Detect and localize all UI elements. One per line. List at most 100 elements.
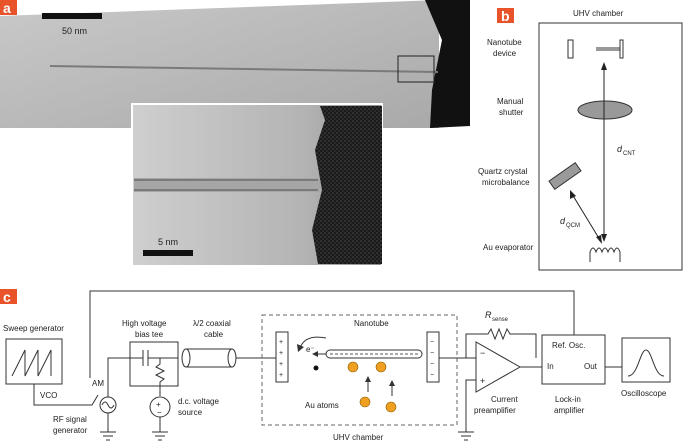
scale-label-50nm: 50 nm (62, 26, 87, 36)
nanotube-arrow-head (297, 344, 304, 352)
panel-a: a 50 nm 5 nm (0, 0, 470, 267)
label-coax-2: cable (204, 330, 224, 339)
inset-dark-region (312, 106, 382, 264)
device-electrode-left (567, 39, 574, 59)
electrode-right-minus-1: − (430, 339, 434, 346)
arrow-d-qcm-head-top (570, 190, 576, 199)
label-nanotube-device-1: Nanotube (487, 38, 522, 47)
label-qcm-1: Quartz crystal (478, 167, 528, 176)
left-electrode (275, 331, 289, 383)
qcm-crystal (548, 162, 582, 190)
device-electrode-right (619, 39, 624, 59)
scale-label-5nm: 5 nm (158, 237, 178, 247)
label-electron: e⁻ (306, 345, 315, 354)
label-current-2: preamplifier (474, 406, 516, 415)
electrode-left-plus-4: + (279, 372, 283, 379)
vco-wire (33, 384, 99, 406)
electrode-right-minus-2: − (430, 350, 434, 357)
electron-arrow-head (312, 351, 318, 357)
rf-ground-icon (100, 431, 116, 441)
label-nanotube-c: Nanotube (354, 319, 389, 328)
evaporator-coil (589, 247, 621, 262)
nanotube-fiber (49, 65, 439, 73)
electron-dot (313, 365, 319, 371)
au-atom-3 (359, 396, 371, 408)
label-lockin-1: Lock-in (555, 395, 581, 404)
tem-dark-tip (425, 0, 470, 128)
label-dc-source-1: d.c. voltage (178, 397, 219, 406)
au-atom-2 (375, 361, 387, 373)
label-rf-signal-1: RF signal (53, 415, 87, 424)
oscilloscope-peak-icon (627, 349, 665, 377)
dc-source-plus: + (156, 400, 161, 409)
label-d-cnt: d (617, 144, 623, 154)
arrow-d-cnt-head-top (601, 62, 607, 70)
label-manual-shutter-1: Manual (497, 97, 523, 106)
arrow-d-qcm-head-bottom (596, 235, 602, 244)
electrode-left-plus-3: + (279, 361, 283, 368)
label-au-atoms: Au atoms (305, 401, 339, 410)
label-lockin-out: Out (584, 362, 598, 371)
arrow-d-qcm (571, 193, 601, 241)
label-oscilloscope: Oscilloscope (621, 389, 667, 398)
lockin-box (541, 334, 606, 385)
scale-bar-5nm (143, 250, 193, 256)
label-ref-osc: Ref. Osc. (552, 341, 585, 350)
coax-cable-end-left (181, 348, 191, 368)
electrode-left-plus-2: + (279, 350, 283, 357)
dc-ground-icon (152, 431, 168, 441)
uhv-chamber-dashed (261, 314, 458, 426)
preamp-triangle (475, 341, 522, 393)
label-current-1: Current (491, 395, 518, 404)
bias-tee-capacitor (130, 350, 178, 366)
scale-bar-50nm (42, 13, 102, 19)
uhv-chamber-box (538, 22, 683, 271)
label-d-cnt-sub: CNT (623, 151, 636, 157)
rsense-wire (465, 327, 537, 358)
label-manual-shutter-2: shutter (499, 108, 524, 117)
oscilloscope-box (621, 337, 671, 383)
au-arrow-2-head (389, 380, 395, 386)
bias-tee-resistor (154, 358, 166, 396)
rf-to-teewire (107, 357, 130, 397)
label-am: AM (92, 379, 104, 388)
panel-a-badge-label: a (3, 0, 11, 16)
au-atom-4 (385, 401, 397, 413)
rf-source-sine (101, 401, 115, 409)
label-rf-signal-2: generator (53, 426, 88, 435)
zoom-box (397, 55, 435, 83)
label-bias-tee-1: High voltage (122, 319, 167, 328)
label-lockin-in: In (547, 362, 554, 371)
coax-cable-end-right (227, 348, 237, 368)
label-dc-source-2: source (178, 408, 203, 417)
label-au-evaporator: Au evaporator (483, 243, 534, 252)
sweep-generator-box (5, 338, 63, 385)
electrode-left-plus-1: + (279, 339, 283, 346)
panel-b: b UHV chamber Nanotube device Manual shu… (478, 8, 683, 271)
shutter (577, 100, 633, 120)
panel-b-badge-label: b (501, 8, 510, 24)
au-atom-1 (347, 361, 359, 373)
uhv-chamber-title: UHV chamber (573, 9, 624, 18)
label-lockin-2: amplifier (554, 406, 585, 415)
label-uhv-chamber-c: UHV chamber (333, 433, 384, 442)
right-electrode (426, 331, 440, 383)
preamp-minus: − (480, 348, 485, 358)
label-rsense: R (485, 310, 492, 320)
panel-c-badge-label: c (3, 289, 11, 305)
tem-image-background (0, 0, 439, 128)
au-arrow-1-head (365, 376, 371, 382)
inset-nanotube (134, 178, 320, 192)
electrode-right-minus-3: − (430, 361, 434, 368)
label-nanotube-device-2: device (493, 49, 517, 58)
preamp-ground-wire (465, 379, 476, 432)
bias-tee-box (129, 341, 179, 387)
label-d-qcm-sub: QCM (566, 223, 580, 229)
label-d-qcm: d (560, 216, 566, 226)
sawtooth-icon (11, 349, 52, 377)
label-rsense-sub: sense (492, 317, 509, 323)
panel-c: c Sweep generator VCO AM RF signal gener… (0, 289, 671, 442)
dc-source-minus: − (157, 408, 162, 417)
ref-osc-wire (89, 290, 575, 378)
